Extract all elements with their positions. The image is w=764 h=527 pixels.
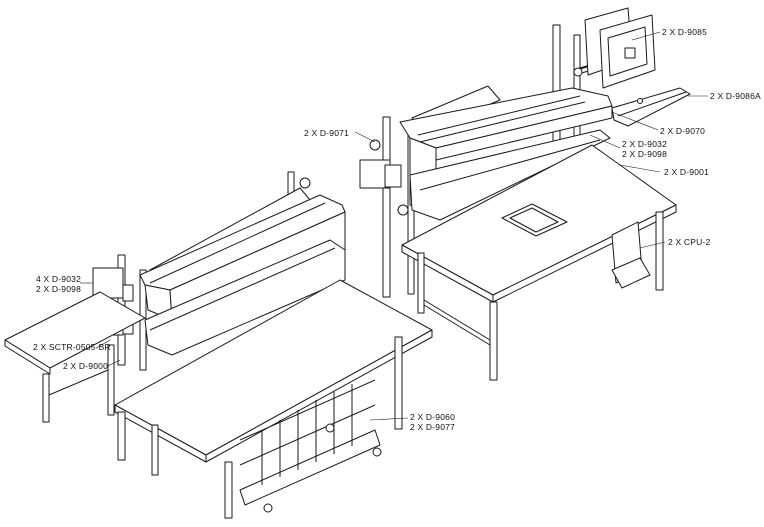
- callout-d9098-left-text: 2 X D-9098: [36, 284, 81, 294]
- cart-caster-3: [325, 423, 335, 433]
- right-lower-shelf-front: [409, 129, 611, 221]
- callout-d9000-text: 2 X D-9000: [63, 361, 108, 371]
- callout-d9098-right-text: 2 X D-9098: [622, 149, 667, 159]
- callout-d9001: 2 X D-9001: [664, 167, 709, 177]
- right-table-leg-left: [417, 252, 425, 314]
- right-clamp-knob: [369, 139, 381, 151]
- keyboard-tray: [611, 87, 691, 127]
- right-table-cutout: [501, 203, 568, 237]
- storage-cart-frame: [239, 429, 381, 506]
- monitor-arm-joint: [573, 67, 583, 77]
- callout-d9071-text: 2 X D-9071: [304, 128, 349, 138]
- callout-d9032-left-text: 4 X D-9032: [36, 274, 81, 284]
- callout-d9070: 2 X D-9070: [660, 126, 705, 136]
- right-table-rail-1: [423, 299, 491, 341]
- right-clamp-knob-lower: [397, 204, 409, 216]
- right-shelf-line-1: [417, 95, 581, 136]
- left-lower-shelf-line: [149, 247, 336, 331]
- right-upper-shelf-face: [435, 105, 613, 161]
- left-table-top-edge-side: [205, 329, 433, 463]
- right-bin-lower: [384, 164, 402, 188]
- callout-d9071: 2 X D-9071: [304, 128, 349, 138]
- left-workstation: [4, 171, 433, 519]
- callout-d9070-text: 2 X D-9070: [660, 126, 705, 136]
- callout-d9086a: 2 X D-9086A: [710, 91, 761, 101]
- right-table-rail-2: [423, 304, 491, 346]
- left-shelf-line-1: [149, 202, 326, 284]
- cart-caster-1: [263, 503, 273, 513]
- left-side-table-edge: [4, 339, 51, 375]
- cart-caster-2: [372, 447, 382, 457]
- right-shelf-line-3: [419, 139, 601, 191]
- right-table-leg-right: [655, 211, 664, 291]
- left-clamp-knob: [299, 177, 311, 189]
- left-bin-clip-upper: [122, 284, 134, 302]
- left-side-table-leg: [42, 373, 50, 423]
- left-lower-shelf: [144, 239, 346, 356]
- callout-d9085: 2 X D-9085: [662, 27, 707, 37]
- callout-d9001-text: 2 X D-9001: [664, 167, 709, 177]
- callout-d9060-text: 2 X D-9060: [410, 412, 455, 422]
- left-side-table-leg-2: [107, 344, 115, 416]
- callout-d9032-d9098-left: 4 X D-9032 2 X D-9098: [36, 274, 81, 294]
- callout-cpu2-text: 2 X CPU-2: [668, 237, 711, 247]
- callout-d9000: 2 X D-9000: [63, 361, 108, 371]
- keyboard-tray-edge: [617, 91, 687, 117]
- left-table-leg-back: [151, 424, 159, 476]
- leader-lines: [80, 31, 708, 421]
- right-upright-post-left: [382, 116, 391, 298]
- right-table-leg-front: [489, 301, 498, 381]
- callout-d9077-text: 2 X D-9077: [410, 422, 455, 432]
- right-workstation: [359, 7, 691, 381]
- callout-sctr-text: 2 X SCTR-0505-BR: [33, 342, 111, 352]
- right-shelf-line-2: [419, 101, 586, 143]
- left-side-table-rail: [48, 369, 109, 396]
- cpu-holder-base: [611, 257, 651, 289]
- monitor-mount: [624, 47, 636, 59]
- callout-cpu2: 2 X CPU-2: [668, 237, 710, 247]
- callout-d9085-text: 2 X D-9085: [662, 27, 707, 37]
- callout-d9060-d9077: 2 X D-9060 2 X D-9077: [410, 412, 455, 432]
- keyboard-tray-knob: [637, 98, 643, 104]
- left-table-leg-right: [394, 336, 403, 430]
- callout-d9086a-text: 2 X D-9086A: [710, 91, 761, 101]
- left-table-leg-left: [117, 411, 126, 461]
- right-table-cutout-inner: [509, 207, 559, 233]
- left-table-leg-front: [224, 461, 233, 519]
- callout-sctr: 2 X SCTR-0505-BR: [33, 342, 111, 352]
- callout-d9032-d9098-right: 2 X D-9032 2 X D-9098: [622, 139, 667, 159]
- callout-d9032-right-text: 2 X D-9032: [622, 139, 667, 149]
- right-upright-post-back: [552, 24, 561, 156]
